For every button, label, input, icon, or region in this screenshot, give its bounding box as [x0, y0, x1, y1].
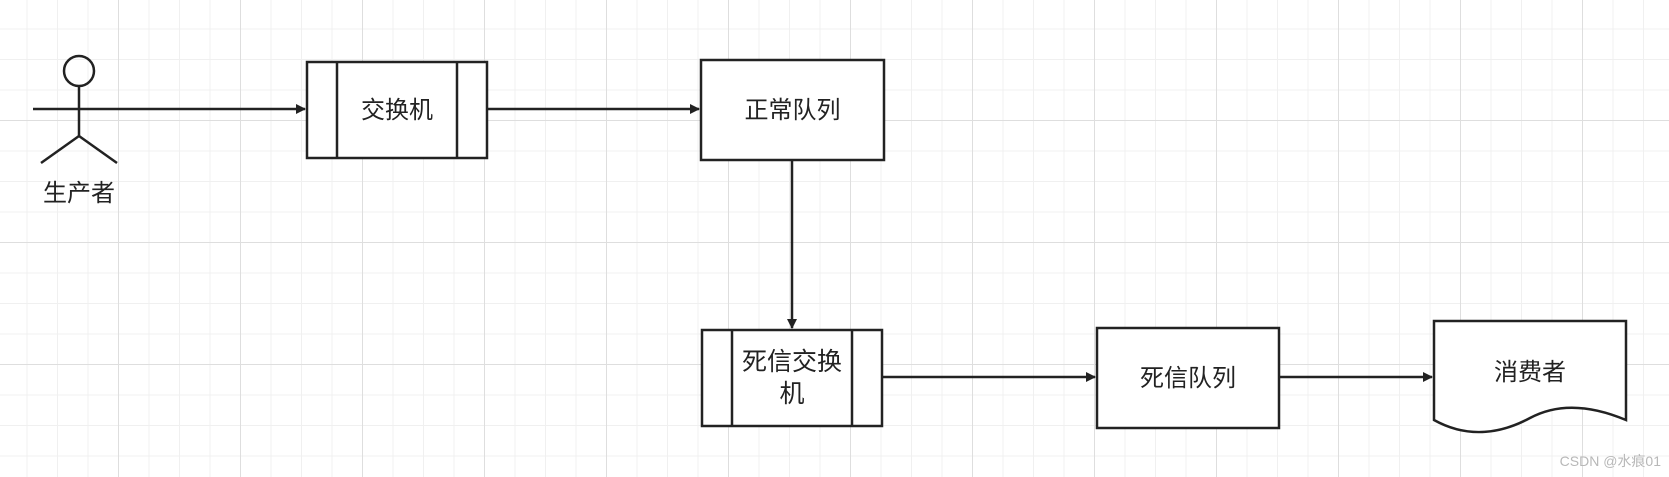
- exchange-node[interactable]: [305, 60, 489, 160]
- consumer-label: 消费者: [1494, 358, 1566, 386]
- actor-head: [62, 54, 96, 88]
- dlx-label: 死信交换机: [741, 347, 842, 408]
- producer-label: 生产者: [43, 179, 115, 207]
- normal-queue-label: 正常队列: [744, 96, 841, 124]
- actor-right-leg: [78, 134, 118, 165]
- normal-queue-node[interactable]: [699, 58, 886, 162]
- normal-queue-box: [699, 58, 886, 162]
- watermark-text: CSDN @水痕01: [1559, 453, 1661, 469]
- consumer-document-shape: [1432, 319, 1628, 434]
- dead-queue-label: 死信队列: [1140, 364, 1236, 392]
- producer-actor[interactable]: [33, 54, 125, 165]
- dlx-node[interactable]: [700, 328, 884, 428]
- dead-queue-box: [1095, 326, 1281, 430]
- dead-queue-node[interactable]: [1095, 326, 1281, 430]
- actor-left-leg: [40, 134, 80, 165]
- consumer-node[interactable]: [1432, 319, 1628, 434]
- exchange-label: 交换机: [361, 96, 433, 124]
